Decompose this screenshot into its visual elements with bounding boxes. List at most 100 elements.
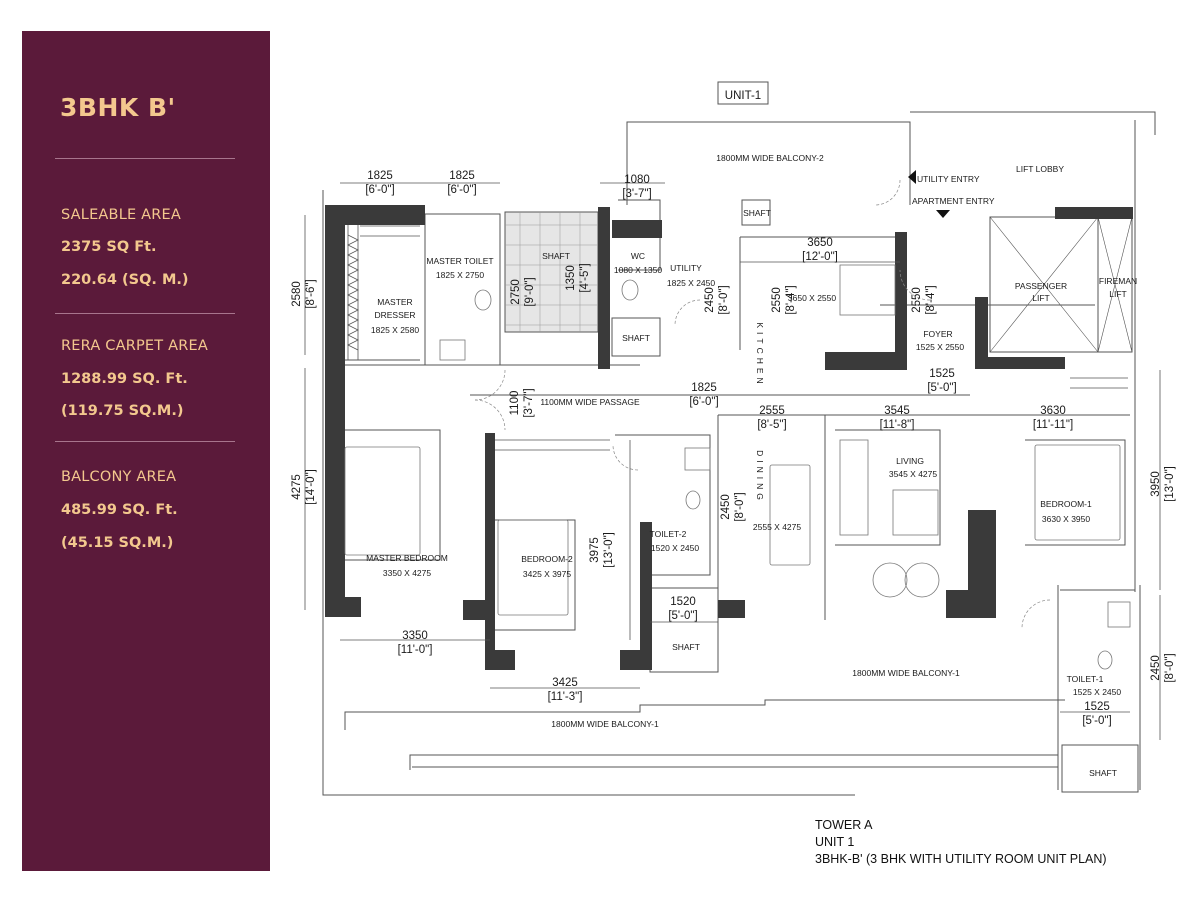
unit-tag: UNIT-1: [725, 90, 761, 102]
dining-label: DINING: [755, 450, 765, 504]
armchair: [872, 562, 908, 598]
dim-value: 1520: [670, 596, 696, 608]
dim-value-ft: [11'-8"]: [880, 419, 915, 431]
dim-value-ft: [3'-7"]: [523, 388, 535, 417]
balcony1-label: 1800MM WIDE BALCONY-1: [852, 668, 960, 678]
furniture: [344, 264, 1131, 670]
bedroom2-label: BEDROOM-2: [521, 554, 573, 564]
apartment-entry-label: APARTMENT ENTRY: [912, 196, 995, 206]
foyer-size: 1525 X 2550: [916, 342, 964, 352]
dim-value-ft: [4'-5"]: [579, 263, 591, 292]
dim-value: 1825: [691, 382, 717, 394]
master-bed: [344, 446, 421, 556]
shaft-label: SHAFT: [542, 251, 570, 261]
dining-table: [769, 464, 811, 566]
dim-value: 3630: [1040, 405, 1066, 417]
dim-value: 3545: [884, 405, 910, 417]
bedroom1-label: BEDROOM-1: [1040, 499, 1092, 509]
master-dresser-label-2: DRESSER: [374, 310, 415, 320]
toilet2-size: 1520 X 2450: [651, 543, 699, 553]
dim-value: 2450: [704, 287, 716, 313]
living-label: LIVING: [896, 456, 924, 466]
divider: [55, 441, 235, 442]
dim-value: 1525: [1084, 701, 1110, 713]
caption-plan-type: 3BHK-B' (3 BHK WITH UTILITY ROOM UNIT PL…: [815, 852, 1107, 866]
saleable-area-sqm: 220.64 (SQ. M.): [61, 272, 189, 288]
bedroom1-bed: [1034, 444, 1121, 541]
dim-value: 2550: [911, 287, 923, 313]
carpet-area-label: RERA CARPET AREA: [61, 338, 209, 354]
bedroom1-size: 3630 X 3950: [1042, 514, 1090, 524]
dim-value-ft: [8'-0"]: [1164, 653, 1176, 682]
kitchen-size: 3650 X 2550: [788, 293, 836, 303]
wc-label: WC: [631, 251, 645, 261]
wc-fixture: [1097, 650, 1113, 670]
balcony-area-label: BALCONY AREA: [61, 469, 177, 485]
dimension-labels: 1825 [6'-0"] 1825 [6'-0"] 1080 [3'-7"] 3…: [291, 170, 1176, 727]
hatch: [505, 212, 598, 332]
dim-value: 1100: [509, 391, 521, 416]
walls: [325, 205, 1133, 670]
dim-value-ft: [12'-0"]: [802, 251, 838, 263]
dim-value: 1350: [565, 265, 577, 291]
master-dresser-size: 1825 X 2580: [371, 325, 419, 335]
dim-value-ft: [9'-0"]: [524, 277, 536, 306]
fireman-lift-label-1: FIREMAN: [1099, 276, 1137, 286]
balcony2-label: 1800MM WIDE BALCONY-2: [716, 153, 824, 163]
master-toilet-label: MASTER TOILET: [426, 256, 493, 266]
passage-label: 1100MM WIDE PASSAGE: [540, 397, 640, 407]
dim-value-ft: [11'-11"]: [1033, 419, 1073, 431]
info-panel: 3BHK B' SALEABLE AREA 2375 SQ Ft. 220.64…: [22, 31, 270, 871]
dim-value: 2450: [720, 494, 732, 520]
basin: [439, 339, 466, 361]
basin: [1107, 601, 1131, 628]
dim-value: 4275: [291, 474, 303, 500]
room-labels: UNIT-1 1800MM WIDE BALCONY-2 UTILITY ENT…: [366, 90, 1137, 778]
dim-value: 3350: [402, 630, 428, 642]
dim-value: 3650: [807, 237, 833, 249]
carpet-area-sqm: (119.75 SQ.M.): [61, 403, 184, 419]
dim-value: 3950: [1150, 471, 1162, 497]
utility-size: 1825 X 2450: [667, 278, 715, 288]
master-dresser-label-1: MASTER: [377, 297, 412, 307]
wc-fixture: [685, 490, 701, 510]
dim-value: 2750: [510, 279, 522, 305]
dim-value: 2580: [291, 281, 303, 307]
basin: [684, 447, 711, 471]
dim-value-ft: [3'-7"]: [622, 188, 651, 200]
dim-value-ft: [8'-4"]: [785, 285, 797, 314]
dim-value-ft: [5'-0"]: [927, 382, 956, 394]
dimension-lines: [304, 182, 1161, 740]
utility-entry-arrow-icon: [908, 170, 916, 184]
saleable-area-label: SALEABLE AREA: [61, 207, 182, 223]
dim-value-ft: [14'-0"]: [305, 469, 317, 505]
dim-value: 1825: [449, 170, 475, 182]
dim-value-ft: [8'-6"]: [305, 279, 317, 308]
master-bedroom-size: 3350 X 4275: [383, 568, 431, 578]
kitchen-label: KITCHEN: [755, 322, 765, 387]
dim-value-ft: [11'-0"]: [398, 644, 433, 656]
wc-size: 1080 X 1350: [614, 265, 662, 275]
bedroom2-bed: [497, 519, 569, 616]
passenger-lift-label-2: LIFT: [1032, 293, 1049, 303]
shaft-label: SHAFT: [1089, 768, 1117, 778]
dim-value: 3975: [589, 537, 601, 563]
apartment-entry-arrow-icon: [936, 210, 950, 218]
doors: [474, 179, 1051, 629]
fireman-lift-label-2: LIFT: [1109, 289, 1126, 299]
master-toilet-size: 1825 X 2750: [436, 270, 484, 280]
armchair: [904, 562, 940, 598]
wc-fixture: [474, 289, 492, 311]
utility-label: UTILITY: [670, 263, 702, 273]
dim-value-ft: [8'-0"]: [718, 285, 730, 314]
sofa: [839, 439, 869, 536]
lift-lobby-label: LIFT LOBBY: [1016, 164, 1064, 174]
caption-unit: UNIT 1: [815, 835, 855, 849]
dim-value: 2555: [759, 405, 785, 417]
toilet1-size: 1525 X 2450: [1073, 687, 1121, 697]
foyer-label: FOYER: [923, 329, 952, 339]
kitchen-counter: [839, 264, 896, 316]
wc-fixture: [621, 279, 639, 301]
dim-value: 2550: [771, 287, 783, 313]
